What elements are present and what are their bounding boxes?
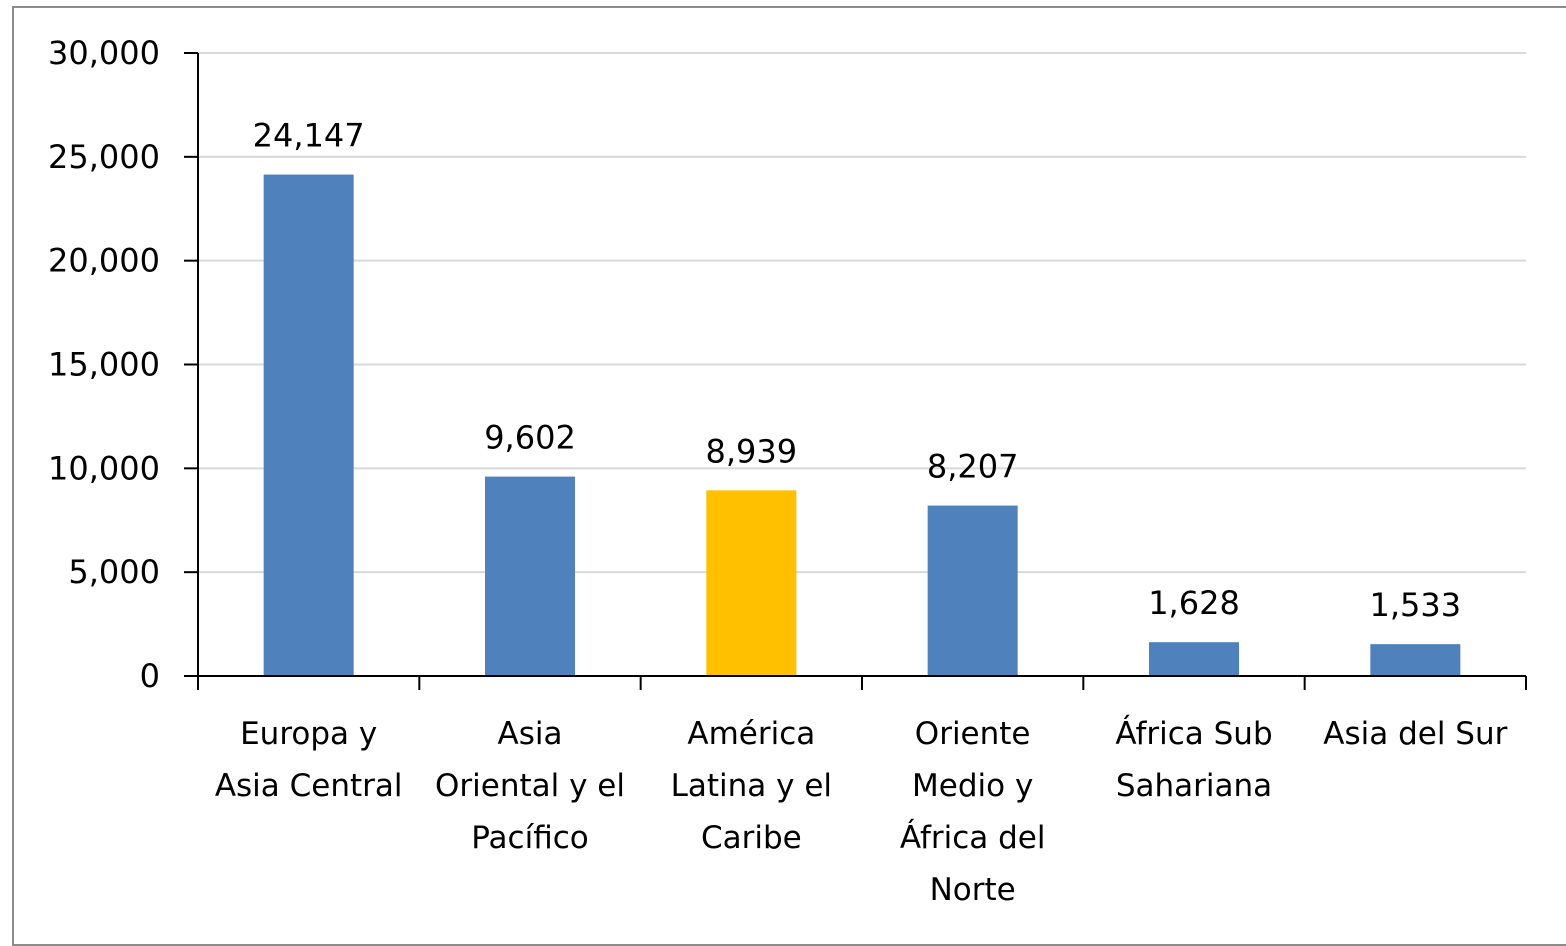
category-label: Asia del Sur [1323,716,1507,752]
bar-value-label: 1,533 [1370,586,1462,624]
bar-value-label: 9,602 [484,419,576,457]
y-tick-label: 5,000 [68,553,160,591]
bar [263,174,354,676]
category-label-line: África del [900,820,1046,856]
category-label-line: Oriental y el [435,768,625,804]
y-tick-label: 0 [140,657,160,695]
y-tick-label: 20,000 [48,242,160,280]
axes [184,52,1527,690]
bar [706,490,797,676]
bar-value-label: 8,207 [927,448,1019,486]
bar-value-label: 8,939 [706,432,798,470]
category-label-line: Asia del Sur [1323,716,1507,752]
category-label-line: África Sub [1115,716,1272,752]
category-label-line: Pacífico [471,820,589,856]
gridlines [198,52,1526,574]
y-tick-label: 25,000 [48,138,160,176]
category-label-line: América [687,716,815,752]
bar [927,505,1018,676]
category-label-line: Asia [498,716,563,752]
bars [263,174,1461,676]
bar-value-label: 1,628 [1148,584,1240,622]
bar [485,476,575,676]
category-label-line: Norte [930,872,1016,908]
category-label-line: Sahariana [1116,768,1272,804]
category-label-line: Asia Central [215,768,403,804]
bar [1149,642,1239,676]
category-label-line: Oriente [915,716,1031,752]
category-label-line: Medio y [912,768,1033,804]
category-label: Europa y Asia Central [215,716,403,804]
category-label-line: Europa y [240,716,377,752]
y-tick-label: 30,000 [48,34,160,72]
bar [1370,644,1461,676]
category-label-line: Caribe [701,820,802,856]
category-label-line: Latina y el [671,768,832,804]
y-tick-labels: 0 5,000 10,000 15,000 20,000 25,000 30,000 [48,34,160,695]
y-tick-label: 15,000 [48,346,160,384]
data-labels: 24,147 9,602 8,939 8,207 1,628 1,533 [253,117,1461,625]
y-tick-label: 10,000 [48,449,160,487]
bar-value-label: 24,147 [253,117,365,155]
